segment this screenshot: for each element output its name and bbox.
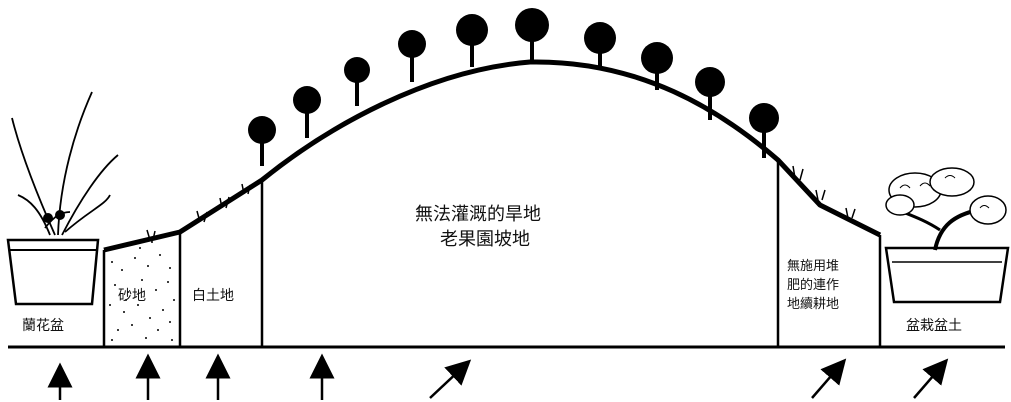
tree-icon [248, 116, 276, 166]
tree-icon [293, 86, 321, 138]
arrows [47, 353, 949, 400]
orchid-pot-label: 蘭花盆 [22, 318, 64, 334]
tree-icon [344, 57, 370, 106]
tree-icon [584, 22, 616, 68]
orchid-plant-icon [6, 91, 119, 306]
tree-icon [456, 14, 488, 67]
white-soil-label: 白土地 [192, 288, 234, 304]
tree-icon [641, 42, 673, 90]
bonsai-tree-icon [884, 167, 1010, 304]
dry-land-label: 無法灌溉的旱地 [415, 204, 541, 225]
arrow-icon [811, 358, 847, 399]
orchard-slope-label: 老果園坡地 [440, 229, 530, 250]
tree-icon [749, 103, 779, 158]
arrow-icon [429, 359, 472, 399]
continuous-crop-line1: 無施用堆 [787, 259, 839, 274]
tree-icon [398, 30, 426, 82]
trees [248, 8, 779, 166]
sand-texture [109, 241, 175, 341]
grass-icon [146, 165, 856, 241]
tree-icon [695, 67, 725, 120]
sandy-land-label: 砂地 [118, 288, 146, 304]
hill-outline [103, 59, 882, 253]
tree-icon [515, 8, 549, 60]
continuous-crop-line2: 肥的連作 [787, 277, 839, 293]
arrow-icon [913, 358, 949, 399]
bonsai-soil-label: 盆栽盆土 [906, 318, 962, 334]
section-dividers [102, 160, 882, 347]
continuous-crop-line3: 地續耕地 [787, 296, 839, 312]
